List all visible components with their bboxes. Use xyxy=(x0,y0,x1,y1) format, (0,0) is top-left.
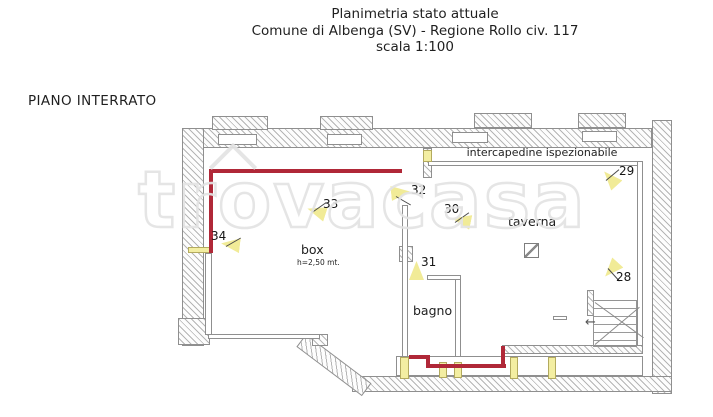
bagno-left-wall xyxy=(402,205,408,357)
red-boundary-top xyxy=(209,169,402,173)
title-line-1: Planimetria stato attuale xyxy=(331,6,499,22)
opening-window-34 xyxy=(188,247,210,253)
marker-number: 31 xyxy=(421,255,437,269)
bagno-top-wall xyxy=(427,275,461,280)
wall-right xyxy=(652,120,672,394)
red-boundary-bottom-4 xyxy=(501,346,505,368)
window-vent-4 xyxy=(582,131,617,142)
wall-pilaster-3 xyxy=(474,113,532,128)
room-label-taverna: taverna xyxy=(508,214,557,229)
marker-number: 28 xyxy=(616,270,632,284)
wall-top xyxy=(182,128,652,148)
document-title: Planimetria stato attuale Comune di Albe… xyxy=(150,6,680,56)
staircase-direction-arrow-icon: ← xyxy=(585,315,596,330)
watermark-roof-icon xyxy=(208,142,258,192)
red-boundary-left xyxy=(209,169,213,253)
room-label-intercapedine: intercapedine ispezionabile xyxy=(466,146,618,159)
opening-bottom-3 xyxy=(454,362,462,378)
opening-bottom-2 xyxy=(439,362,447,378)
title-line-3: scala 1:100 xyxy=(376,39,454,55)
wall-pilaster-4 xyxy=(578,113,626,128)
wall-pilaster-2 xyxy=(320,116,373,130)
left-lower-inner-wall xyxy=(205,253,212,335)
box-bottom-wall xyxy=(208,334,320,339)
marker-number: 32 xyxy=(411,183,427,197)
opening-bottom-1 xyxy=(400,357,409,379)
red-boundary-bottom-3 xyxy=(426,364,506,368)
intercapedine-inner-wall-top xyxy=(428,161,643,166)
title-line-2: Comune di Albenga (SV) - Regione Rollo c… xyxy=(251,22,579,39)
bagno-right-wall xyxy=(455,276,461,357)
room-label-box: box xyxy=(301,242,324,257)
floor-label: PIANO INTERRATO xyxy=(28,93,157,109)
marker-number: 29 xyxy=(619,164,635,178)
marker-number: 30 xyxy=(444,202,460,216)
window-vent-2 xyxy=(327,134,362,145)
wall-left xyxy=(182,128,204,346)
opening-door-32 xyxy=(423,150,432,162)
staircase xyxy=(593,300,637,347)
wall-bottom xyxy=(352,376,672,392)
red-boundary-bottom-1 xyxy=(409,355,430,359)
wall-diagonal xyxy=(296,334,372,397)
wall-pilaster-1 xyxy=(212,116,268,130)
opening-bottom-4 xyxy=(510,357,518,379)
room-label-bagno: bagno xyxy=(413,303,453,318)
window-vent-1 xyxy=(218,134,257,145)
marker-number: 33 xyxy=(323,197,339,211)
structural-pillar xyxy=(524,243,539,258)
window-vent-3 xyxy=(452,132,488,143)
opening-bottom-5 xyxy=(548,357,556,379)
stair-door-mark xyxy=(553,316,567,320)
room-note-box-height: h=2,50 mt. xyxy=(297,258,340,267)
red-boundary-bottom-2 xyxy=(426,355,430,368)
intercapedine-inner-wall-right xyxy=(637,161,643,346)
marker-number: 34 xyxy=(211,229,227,243)
